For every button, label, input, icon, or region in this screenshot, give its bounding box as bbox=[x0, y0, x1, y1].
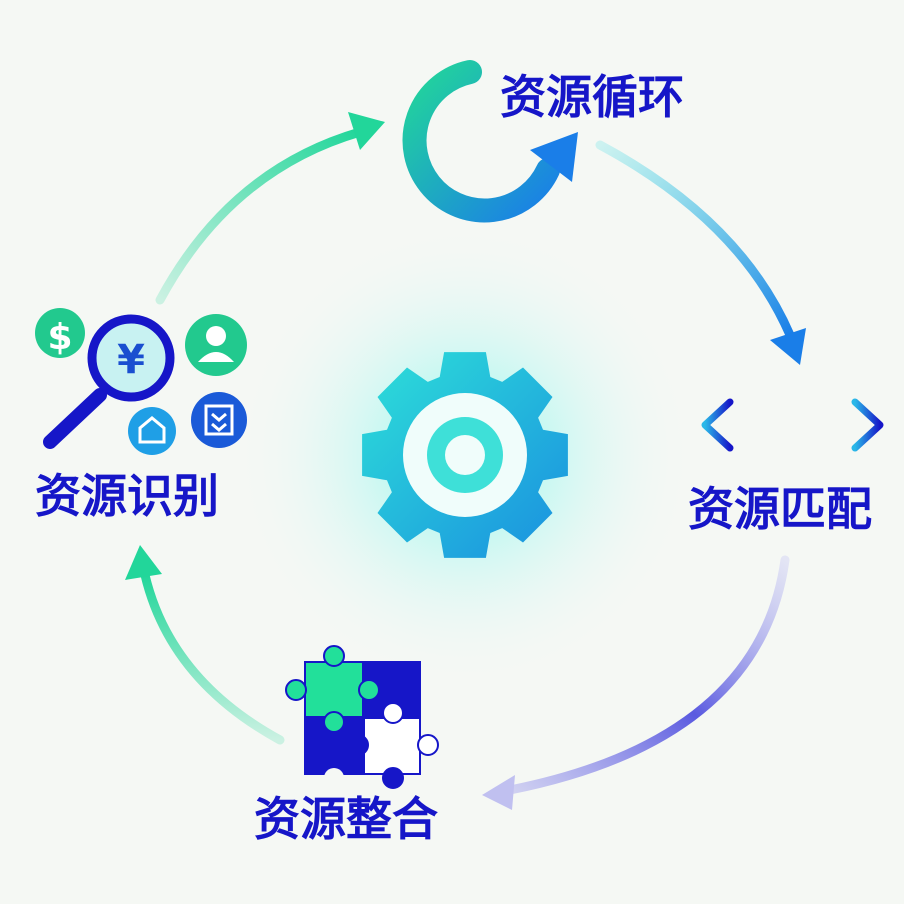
svg-text:¥: ¥ bbox=[117, 337, 145, 383]
cycle-arrow-icon bbox=[402, 60, 578, 223]
svg-text:$: $ bbox=[47, 317, 72, 358]
arrow-cycle-to-match bbox=[595, 140, 806, 365]
dollar-icon: $ bbox=[35, 308, 85, 358]
arrow-integrate-to-identify bbox=[125, 545, 285, 745]
step-resource-cycle: 资源循环 bbox=[402, 60, 684, 223]
gear-icon bbox=[362, 352, 568, 558]
arrow-identify-to-cycle bbox=[155, 112, 385, 305]
step-resource-identify: $ ¥ 资源识别 bbox=[35, 308, 247, 523]
magnifier-yen-icon: ¥ bbox=[43, 314, 175, 449]
arrow-match-to-integrate bbox=[482, 555, 790, 810]
step-label: 资源整合 bbox=[254, 792, 438, 846]
house-chart-icon bbox=[128, 407, 176, 455]
step-label: 资源识别 bbox=[35, 469, 219, 523]
double-arrow-icon bbox=[701, 398, 884, 452]
step-resource-integrate: 资源整合 bbox=[254, 645, 439, 846]
step-label: 资源匹配 bbox=[688, 482, 872, 536]
puzzle-icon bbox=[285, 645, 439, 789]
checklist-icon bbox=[191, 392, 247, 448]
step-resource-match: 资源匹配 bbox=[688, 398, 884, 536]
user-icon bbox=[185, 314, 247, 376]
step-label: 资源循环 bbox=[500, 70, 684, 124]
